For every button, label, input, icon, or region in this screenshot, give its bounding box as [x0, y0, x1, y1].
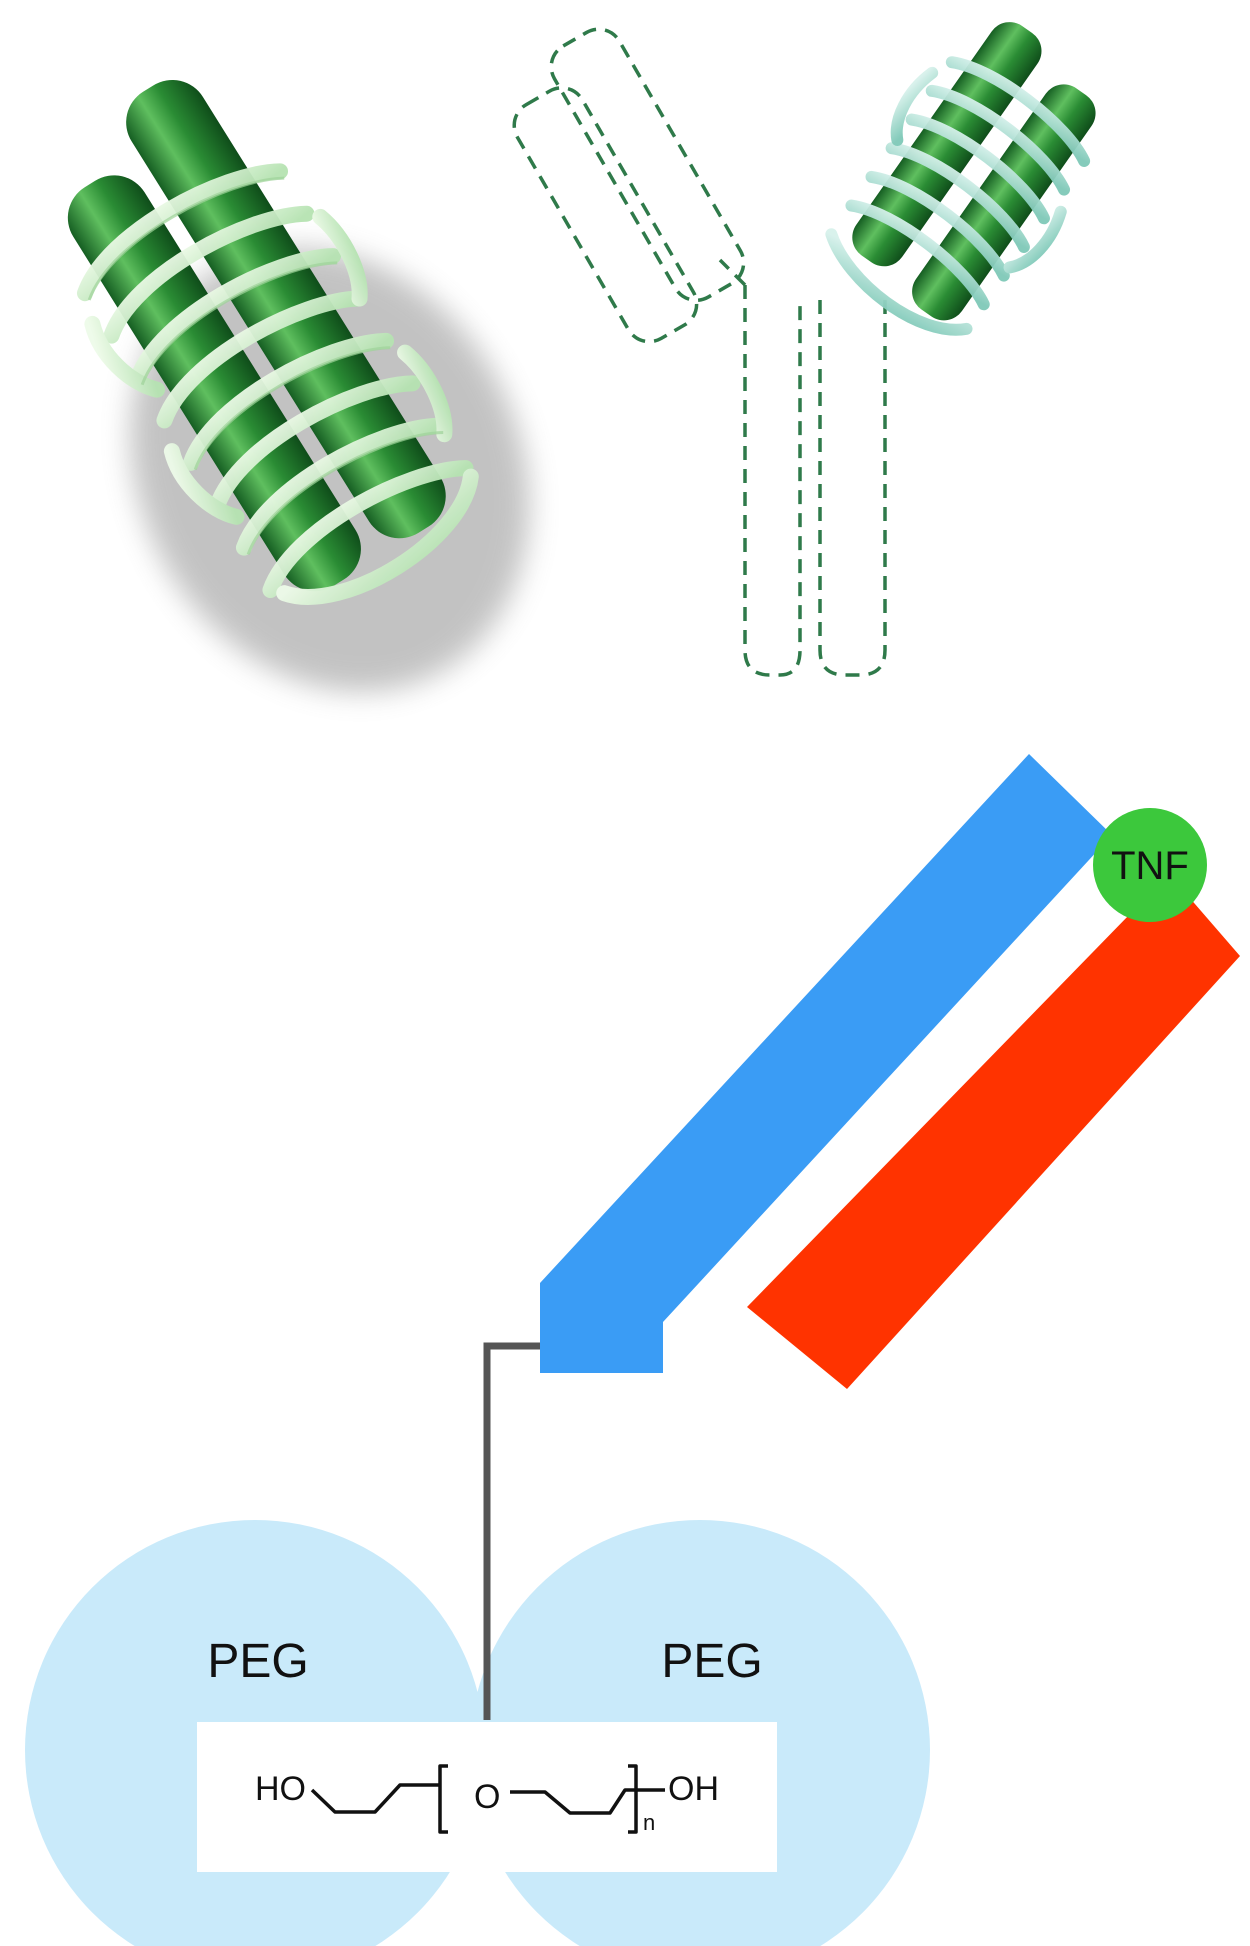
tnf-label: TNF	[1111, 844, 1189, 888]
tnf-circle	[1093, 808, 1207, 922]
fab-ribbon-cartoon	[825, 22, 1096, 336]
light-chain	[747, 874, 1240, 1389]
structure-bonds	[310, 1764, 665, 1834]
fab-fragment: TNF	[540, 754, 1240, 1389]
heavy-chain	[540, 754, 1112, 1373]
structure-n: n	[643, 1810, 655, 1835]
peg-structure: HO O n OH	[197, 1722, 777, 1872]
structure-oh: OH	[668, 1770, 719, 1808]
peg-label-left: PEG	[207, 1635, 308, 1688]
linker	[483, 1342, 540, 1720]
structure-ho: HO	[255, 1770, 306, 1808]
peg-label-right: PEG	[661, 1635, 762, 1688]
structure-o: O	[474, 1778, 500, 1816]
antibody-outline	[512, 27, 887, 677]
protein-ribbon-cartoon	[67, 79, 530, 692]
structure-box	[197, 1722, 777, 1872]
